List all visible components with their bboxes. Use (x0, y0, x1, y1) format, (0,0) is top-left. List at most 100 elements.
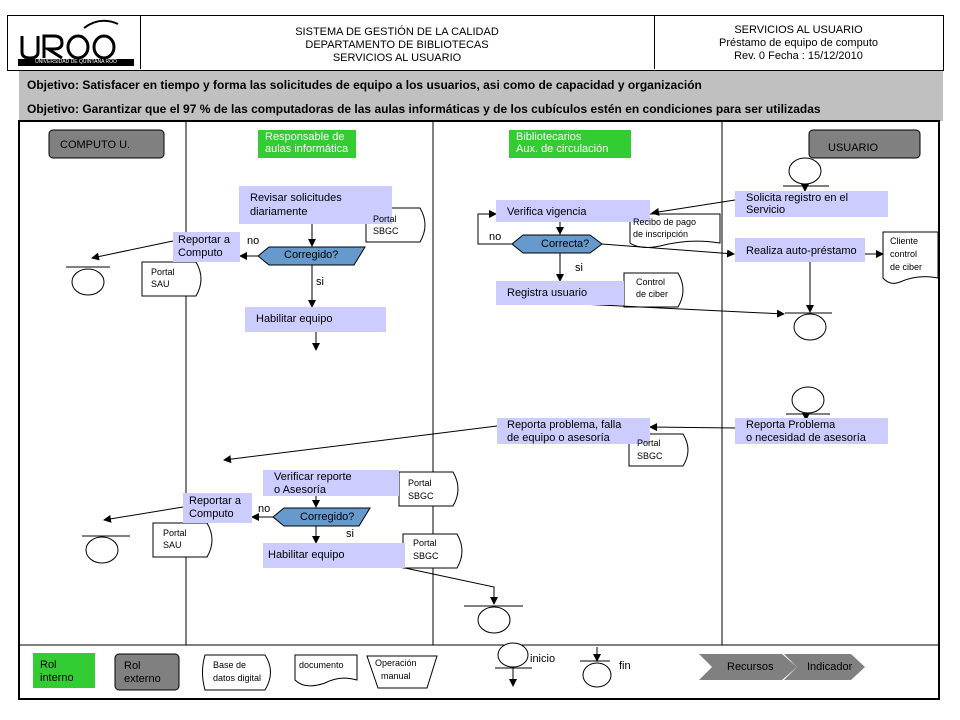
doc-recibo-line-1: Recibo de pago (633, 217, 697, 227)
legend-inicio-symbol (495, 642, 532, 669)
arrow-registra-fin (579, 303, 785, 318)
decision-corregido-1-label: Corregido? (284, 249, 339, 261)
activity-auto-prestamo-label: Realiza auto-préstamo (746, 245, 857, 257)
header-center-line-2: DEPARTAMENTO DE BIBLIOTECAS (305, 39, 489, 51)
activity-solicita (735, 191, 888, 217)
activity-reporta-falla (497, 418, 650, 444)
doc-cliente-line-2: control (890, 249, 918, 259)
doc-portal-sbgc-1-line-1: Portal (373, 214, 397, 224)
legend-indicador (784, 654, 865, 680)
lane-header-bibliotecarios (509, 130, 631, 158)
activity-verifica-vigencia (496, 200, 650, 222)
legend-operacion-manual (366, 655, 438, 689)
activity-reportar-1 (173, 232, 240, 262)
header-right-line-3: Rev. 0 Fecha : 15/12/2010 (734, 50, 863, 62)
decision-corregido-1 (257, 246, 366, 266)
legend-recursos (699, 654, 797, 680)
logo-divider (654, 15, 655, 69)
legend-fin-symbol (580, 660, 612, 688)
activity-solicita-line-1: Solicita registro en el (746, 192, 849, 204)
terminator-usuario-1 (785, 312, 832, 341)
legend-operacion-line-1: Operación (375, 658, 417, 668)
lane-label-bibliotecarios-2: Aux. de circulación (516, 143, 609, 155)
doc-portal-sbgc-1-line-2: SBGC (373, 226, 399, 236)
activity-reportar-2 (183, 493, 252, 523)
lane-label-computo: COMPUTO U. (60, 139, 131, 151)
objectives-band: Objetivo: Satisfacer en tiempo y forma l… (19, 71, 943, 121)
activity-registra (496, 281, 624, 305)
legend-indicador-label: Indicador (807, 661, 853, 673)
doc-portal-sbgc-4-line-2: SBGC (413, 551, 439, 561)
branch-si-2: si (575, 262, 583, 274)
terminator-center (464, 605, 523, 634)
arrow-correcta-auto (601, 243, 735, 258)
objective-1: Objetivo: Satisfacer en tiempo y forma l… (27, 78, 702, 92)
branch-no-3: no (258, 503, 271, 515)
decision-correcta-label: Correcta? (541, 238, 590, 250)
doc-portal-sbgc-4-line-1: Portal (413, 538, 437, 548)
activity-revisar-line-2: diariamente (250, 206, 308, 218)
legend-recursos-label: Recursos (727, 661, 774, 673)
legend-documento (294, 654, 358, 687)
activity-reporta-falla-line-2: de equipo o asesoría (507, 432, 610, 444)
lane-label-responsable-2: aulas informática (265, 143, 349, 155)
lane-label-bibliotecarios-1: Bibliotecarios (516, 131, 582, 143)
doc-control-ciber-line-2: de ciber (636, 289, 669, 299)
doc-portal-sbgc-4 (402, 533, 463, 569)
legend-base-datos-line-2: datos digital (213, 673, 262, 683)
decision-corregido-2 (272, 507, 371, 527)
header-center-line-1: SISTEMA DE GESTIÓN DE LA CALIDAD (295, 26, 499, 38)
legend-operacion-line-2: manual (381, 671, 411, 681)
lane-label-usuario: USUARIO (828, 142, 879, 154)
doc-control-ciber-line-1: Control (636, 277, 666, 287)
lane-header-responsable (258, 130, 356, 158)
start-usuario-2 (786, 386, 830, 415)
branch-si-3: si (346, 528, 354, 540)
doc-recibo-line-2: de inscripción (633, 229, 689, 239)
activity-reporta-problema (735, 418, 888, 444)
doc-cliente-control (882, 231, 939, 284)
doc-portal-sbgc-3-line-1: Portal (408, 478, 432, 488)
legend-rol-externo-line-2: externo (124, 673, 161, 685)
legend-rol-interno (33, 653, 95, 688)
doc-recibo (629, 213, 721, 248)
activity-habilitar-2-label: Habilitar equipo (268, 549, 345, 561)
legend-fin-label: fin (619, 660, 631, 672)
activity-reportar-1-line-1: Reportar a (178, 234, 230, 246)
doc-portal-sau-1-line-2: SAU (151, 279, 170, 289)
activity-reporta-falla-line-1: Reporta problema, falla (507, 419, 622, 431)
lane-header-computo (48, 129, 165, 159)
objective-2: Objetivo: Garantizar que el 97 % de las … (27, 102, 821, 116)
arrow-no-vigencia (477, 210, 512, 245)
arrow-reportar-computo-2 (103, 506, 184, 523)
terminator-computo-2 (82, 535, 130, 564)
doc-portal-sbgc-2-line-1: Portal (637, 438, 661, 448)
lane-label-responsable-1: Responsable de (265, 131, 345, 143)
activity-reportar-1-line-2: Computo (178, 247, 223, 259)
arrow-falla-verificar (223, 425, 498, 464)
legend-inicio-label: inicio (530, 653, 556, 665)
activity-revisar (239, 186, 392, 224)
activity-reportar-2-line-1: Reportar a (189, 495, 241, 507)
activity-verificar-reporte-line-2: o Asesoría (274, 484, 326, 496)
diagram-frame (18, 120, 940, 700)
legend-rol-interno-line-2: interno (40, 672, 74, 684)
arrow-reportar-computo-1 (91, 240, 174, 261)
header-frame (7, 15, 944, 71)
header-right-line-1: SERVICIOS AL USUARIO (734, 24, 863, 36)
legend-rol-externo-line-1: Rol (124, 660, 141, 672)
activity-verifica-vigencia-label: Verifica vigencia (507, 206, 587, 218)
lane-header-usuario (808, 129, 921, 159)
doc-cliente-line-3: de ciber (890, 262, 923, 272)
activity-habilitar-2 (263, 543, 405, 568)
branch-no-1: no (247, 235, 260, 247)
legend-rol-interno-line-1: Rol (40, 659, 57, 671)
activity-reporta-problema-line-2: o necesidad de asesoría (746, 432, 866, 444)
header-center-line-3: SERVICIOS AL USUARIO (332, 52, 462, 64)
activity-registra-label: Registra usuario (507, 287, 588, 299)
doc-portal-sau-2 (152, 522, 213, 558)
activity-reporta-problema-line-1: Reporta Problema (746, 419, 836, 431)
terminator-computo-1 (66, 266, 110, 296)
doc-cliente-line-1: Cliente (890, 236, 919, 246)
